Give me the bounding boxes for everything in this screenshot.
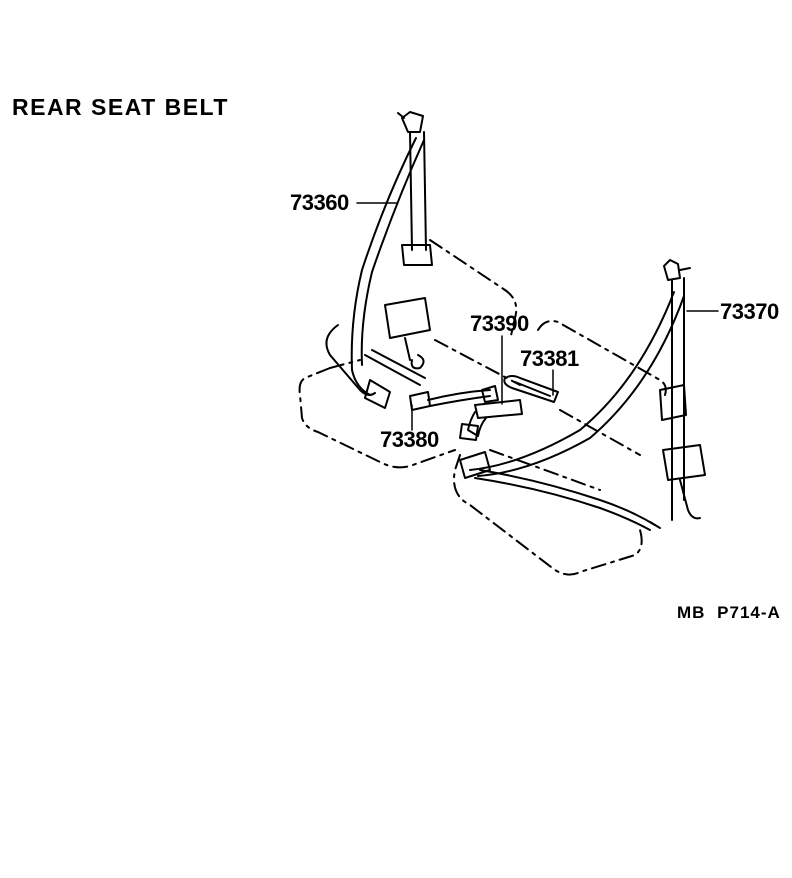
part-label-73381: 73381 xyxy=(520,346,579,371)
part-label-73360: 73360 xyxy=(290,190,349,215)
bracket-73381 xyxy=(503,375,559,403)
part-label-73380: 73380 xyxy=(380,427,439,452)
part-label-73370: 73370 xyxy=(720,299,779,324)
right-belt-73370 xyxy=(459,259,706,531)
part-label-73390: 73390 xyxy=(470,311,529,336)
left-belt-73360 xyxy=(325,111,433,409)
left-seat-cushion-outline xyxy=(298,359,456,469)
right-seat-back-outline xyxy=(537,320,667,456)
diagram-title: REAR SEAT BELT xyxy=(12,94,229,120)
right-seat-cushion-outline xyxy=(453,449,643,576)
reference-code: MB P714-A xyxy=(677,603,781,622)
leader-lines xyxy=(356,202,719,431)
